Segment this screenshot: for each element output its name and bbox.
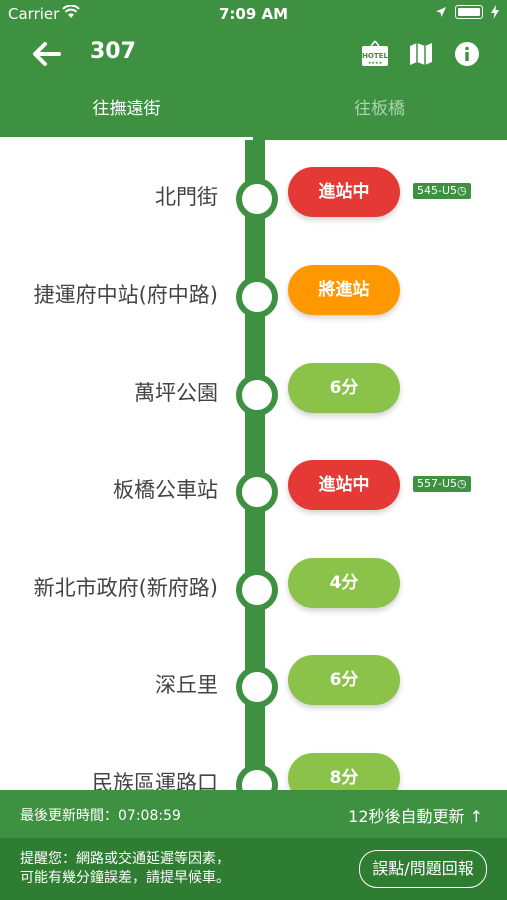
battery-icon [455, 5, 483, 19]
stop-marker [236, 471, 278, 513]
auto-refresh-countdown[interactable]: 12秒後自動更新 ↑ [348, 807, 483, 826]
back-arrow-icon[interactable] [26, 36, 66, 72]
tab-to-fuyuan-st[interactable]: 往撫遠街 [0, 80, 253, 140]
stop-name: 北門街 [155, 185, 218, 209]
notice-bar: 提醒您：網路或交通延遲等因素， 可能有幾分鐘誤差，請提早候車。 誤點/問題回報 [0, 838, 507, 900]
bus-plate-tag: 557-U5◷ [413, 476, 471, 492]
location-arrow-icon [436, 7, 446, 17]
svg-text:HOTEL: HOTEL [362, 52, 388, 60]
tab-label: 往撫遠街 [92, 99, 161, 119]
stop-row[interactable]: 萬坪公園 6分 [0, 363, 507, 423]
info-icon[interactable] [451, 38, 483, 70]
bus-plate: 557-U5 [417, 477, 458, 490]
notice-line-1: 提醒您：網路或交通延遲等因素， [20, 851, 230, 867]
tab-to-banqiao[interactable]: 往板橋 [253, 80, 506, 140]
stop-row[interactable]: 民族區運路口 8分 [0, 753, 507, 790]
hotel-icon[interactable]: HOTEL★★★★ [359, 38, 391, 70]
eta-badge: 將進站 [288, 265, 400, 315]
stop-name: 深丘里 [155, 673, 218, 697]
eta-badge: 4分 [288, 558, 400, 608]
status-right [435, 5, 499, 19]
stop-marker [236, 276, 278, 318]
clock-time: 7:09 AM [218, 5, 289, 23]
stop-row[interactable]: 新北市政府(新府路) 4分 [0, 558, 507, 618]
bus-plate: 545-U5 [417, 184, 458, 197]
stop-marker [236, 178, 278, 220]
stop-marker [236, 666, 278, 708]
update-bar: 最後更新時間：07:08:59 12秒後自動更新 ↑ [0, 790, 507, 838]
report-issue-button[interactable]: 誤點/問題回報 [359, 850, 487, 888]
stop-marker [236, 569, 278, 611]
stop-row[interactable]: 北門街 進站中 545-U5◷ [0, 167, 507, 227]
eta-badge: 進站中 [288, 167, 400, 217]
charging-icon [491, 5, 499, 19]
stop-name: 民族區運路口 [92, 771, 218, 790]
stop-name: 捷運府中站(府中路) [33, 283, 218, 307]
direction-tabs: 往撫遠街 往板橋 [0, 80, 507, 140]
eta-badge: 8分 [288, 753, 400, 790]
stop-marker [236, 764, 278, 790]
notice-line-2: 可能有幾分鐘誤差，請提早候車。 [20, 870, 230, 886]
stop-row[interactable]: 板橋公車站 進站中 557-U5◷ [0, 460, 507, 520]
route-title: 307 [90, 39, 136, 64]
tab-indicator [0, 137, 253, 140]
last-update-time: 最後更新時間：07:08:59 [20, 808, 181, 824]
tab-label: 往板橋 [354, 99, 405, 119]
carrier-label: Carrier [8, 5, 60, 23]
eta-badge: 6分 [288, 655, 400, 705]
stop-row[interactable]: 深丘里 6分 [0, 655, 507, 715]
stop-name: 萬坪公園 [134, 381, 218, 405]
stop-marker [236, 374, 278, 416]
notice-text: 提醒您：網路或交通延遲等因素， 可能有幾分鐘誤差，請提早候車。 [20, 850, 230, 888]
svg-text:★★★★: ★★★★ [368, 60, 383, 65]
eta-badge: 6分 [288, 363, 400, 413]
wifi-icon [62, 4, 80, 23]
map-icon[interactable] [405, 38, 437, 70]
stop-name: 新北市政府(新府路) [33, 576, 218, 600]
stop-name: 板橋公車站 [113, 478, 218, 502]
eta-badge: 進站中 [288, 460, 400, 510]
bus-plate-tag: 545-U5◷ [413, 183, 471, 199]
stop-row[interactable]: 捷運府中站(府中路) 將進站 [0, 265, 507, 325]
nav-bar: 307 HOTEL★★★★ [0, 28, 507, 80]
stop-list[interactable]: 北門街 進站中 545-U5◷ 捷運府中站(府中路) 將進站 萬坪公園 6分 板… [0, 140, 507, 790]
status-bar: Carrier 7:09 AM [0, 0, 507, 28]
